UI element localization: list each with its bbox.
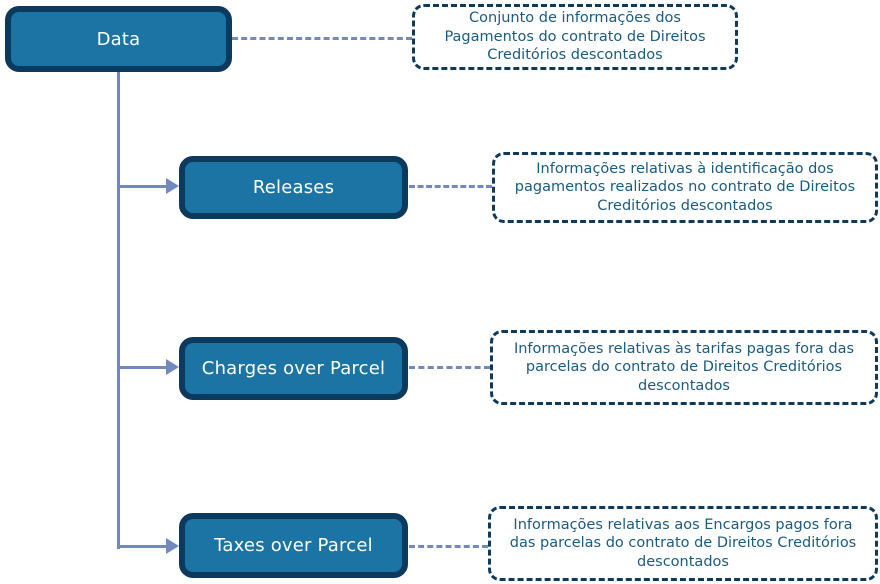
node-charges-label: Charges over Parcel (201, 358, 386, 379)
node-releases: Releases (179, 156, 408, 219)
callout-charges: Informações relativas às tarifas pagas f… (490, 330, 878, 405)
branch-line-releases (117, 185, 169, 188)
dashed-connector-releases (409, 185, 492, 188)
node-data: Data (5, 6, 232, 72)
callout-taxes: Informações relativas aos Encargos pagos… (488, 506, 878, 581)
branch-line-taxes (117, 545, 169, 548)
arrowhead-taxes (166, 538, 179, 554)
dashed-connector-charges (409, 366, 490, 369)
dashed-connector-data (232, 37, 412, 40)
node-taxes-over-parcel: Taxes over Parcel (179, 513, 408, 578)
arrowhead-charges (166, 359, 179, 375)
callout-releases: Informações relativas à identificação do… (492, 152, 878, 223)
callout-charges-text: Informações relativas às tarifas pagas f… (513, 340, 855, 394)
callout-taxes-text: Informações relativas aos Encargos pagos… (509, 516, 857, 570)
node-charges-over-parcel: Charges over Parcel (179, 337, 408, 400)
dashed-connector-taxes (409, 545, 488, 548)
callout-data: Conjunto de informações dos Pagamentos d… (412, 4, 738, 70)
callout-releases-text: Informações relativas à identificação do… (514, 160, 856, 214)
trunk-connector-line (117, 72, 120, 549)
node-releases-label: Releases (252, 177, 335, 198)
callout-data-text: Conjunto de informações dos Pagamentos d… (444, 10, 706, 64)
branch-line-charges (117, 366, 169, 369)
arrowhead-releases (166, 178, 179, 194)
node-data-label: Data (96, 28, 141, 50)
node-taxes-label: Taxes over Parcel (214, 535, 373, 556)
